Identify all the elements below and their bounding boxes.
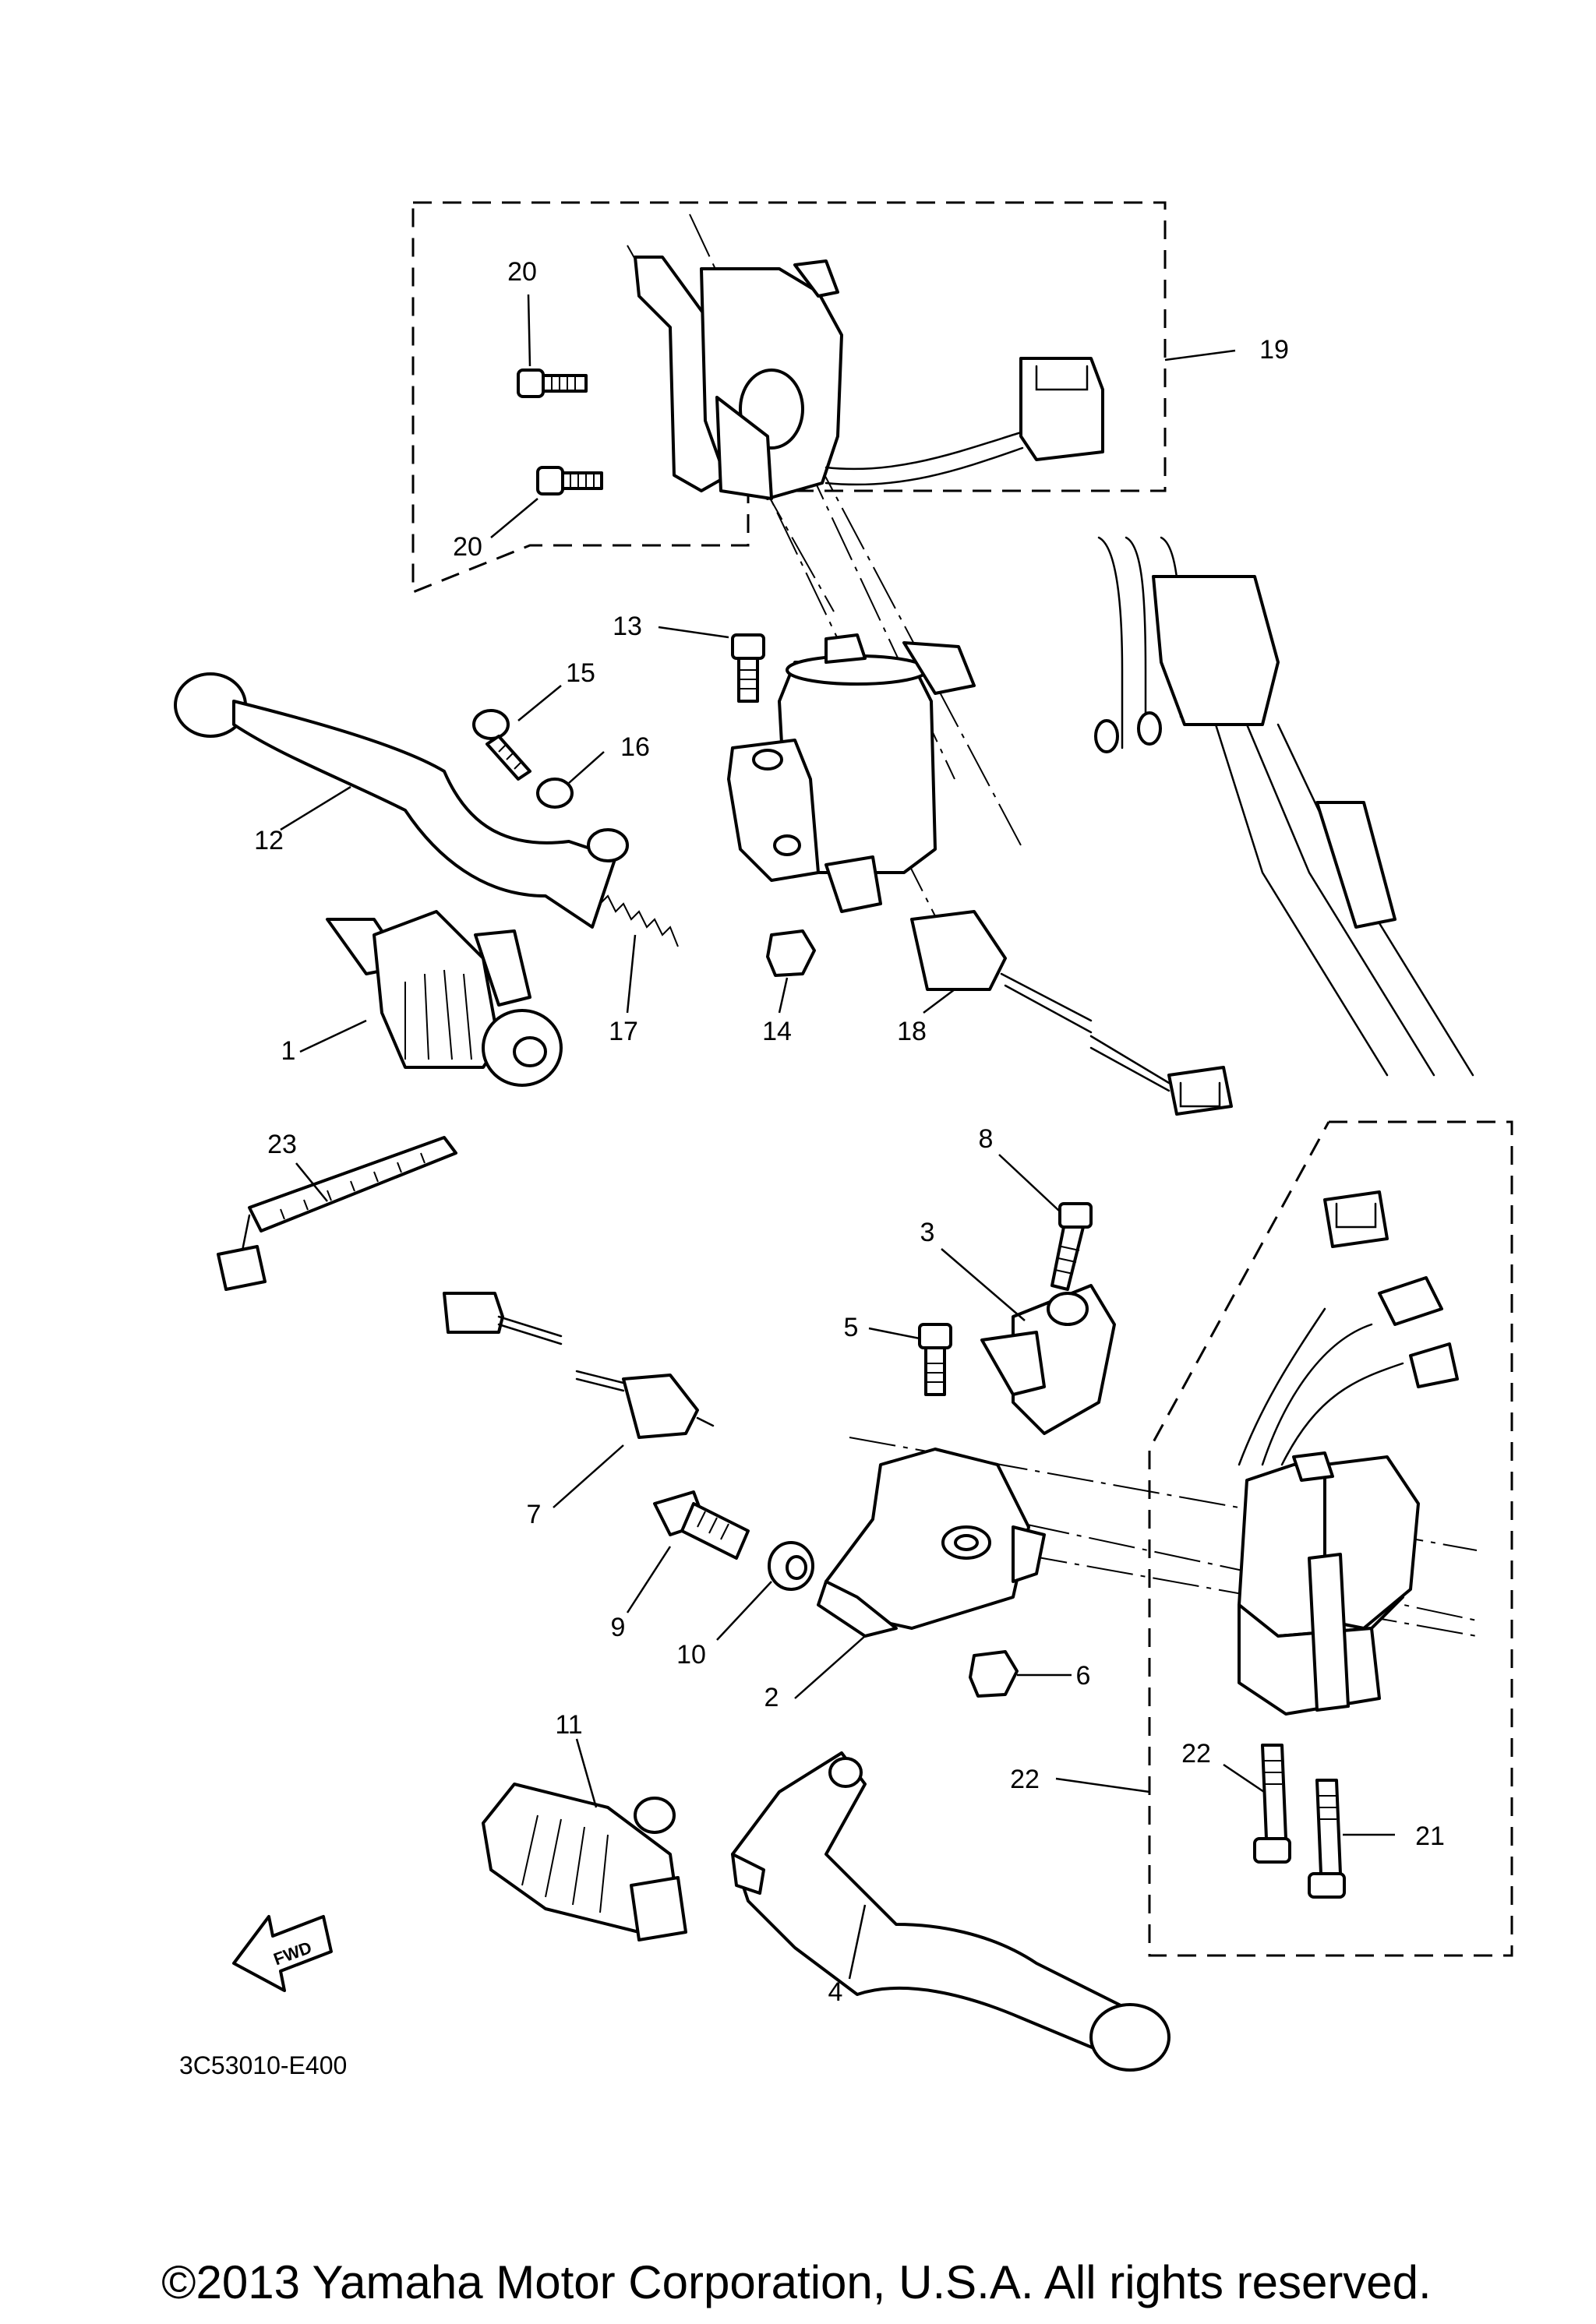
group-box-left-switch bbox=[411, 201, 1167, 594]
screw-20-upper bbox=[517, 369, 588, 398]
screw-15 bbox=[472, 709, 531, 781]
cable-tie-23 bbox=[217, 1136, 457, 1291]
callout-13: 13 bbox=[613, 612, 642, 641]
callout-20-upper: 20 bbox=[507, 257, 537, 287]
callout-6: 6 bbox=[1076, 1661, 1091, 1691]
callout-15: 15 bbox=[566, 658, 595, 688]
bolt-13 bbox=[731, 633, 765, 703]
drawing-code: 3C53010-E400 bbox=[179, 2051, 347, 2079]
clamp-3 bbox=[980, 1284, 1116, 1435]
lever-boot-11 bbox=[482, 1783, 687, 1941]
callout-8: 8 bbox=[979, 1124, 994, 1154]
callout-10: 10 bbox=[676, 1640, 706, 1670]
left-switch-housing bbox=[634, 256, 1104, 500]
screw-20-lower bbox=[536, 466, 603, 495]
callout-23: 23 bbox=[267, 1130, 297, 1159]
callout-19: 19 bbox=[1259, 335, 1289, 365]
throttle-cables bbox=[1094, 536, 1474, 1077]
callout-1: 1 bbox=[281, 1036, 296, 1066]
nut-14 bbox=[766, 929, 816, 977]
leader-lines bbox=[280, 294, 1395, 1980]
callout-11: 11 bbox=[555, 1710, 582, 1740]
master-cylinder bbox=[727, 633, 976, 913]
brake-switch-18 bbox=[910, 910, 1233, 1116]
locknut-10 bbox=[768, 1541, 814, 1591]
right-switch-housing bbox=[1238, 1190, 1459, 1716]
callout-20-lower: 20 bbox=[453, 532, 482, 562]
front-brake-switch-7 bbox=[443, 1292, 715, 1439]
callout-5: 5 bbox=[844, 1313, 859, 1342]
brake-lever-4 bbox=[731, 1751, 1171, 2072]
bolt-5 bbox=[918, 1323, 952, 1396]
callout-16: 16 bbox=[620, 732, 650, 762]
spring-17 bbox=[599, 894, 679, 947]
group-box-right-switch bbox=[1148, 1120, 1513, 1957]
fwd-arrow: FWD bbox=[232, 1915, 333, 1992]
callout-22-right: 21 bbox=[1415, 1821, 1445, 1851]
nut-6 bbox=[969, 1650, 1019, 1698]
callout-22-left: 22 bbox=[1181, 1739, 1211, 1769]
callout-21: 22 bbox=[1010, 1765, 1040, 1794]
bolt-8 bbox=[1050, 1202, 1093, 1291]
callout-4: 4 bbox=[828, 1977, 843, 2007]
collar-16 bbox=[536, 778, 574, 809]
screw-22-left bbox=[1253, 1744, 1291, 1864]
callout-14: 14 bbox=[762, 1017, 792, 1046]
copyright-notice: ©2013 Yamaha Motor Corporation, U.S.A. A… bbox=[161, 2256, 1431, 2308]
callouts: 20 20 19 13 15 16 12 1 17 14 18 23 8 3 5… bbox=[254, 257, 1445, 2007]
adjuster-9 bbox=[653, 1490, 750, 1560]
callout-18: 18 bbox=[897, 1017, 927, 1046]
lever-boot-1 bbox=[326, 910, 563, 1087]
callout-2: 2 bbox=[764, 1683, 779, 1712]
clutch-lever-12 bbox=[174, 672, 629, 929]
callout-9: 9 bbox=[611, 1613, 626, 1642]
callout-17: 17 bbox=[609, 1017, 638, 1046]
callout-12: 12 bbox=[254, 826, 284, 855]
callout-7: 7 bbox=[527, 1500, 542, 1529]
screw-22-right bbox=[1308, 1779, 1346, 1899]
lever-bracket-2 bbox=[817, 1448, 1046, 1638]
callout-3: 3 bbox=[920, 1218, 935, 1247]
